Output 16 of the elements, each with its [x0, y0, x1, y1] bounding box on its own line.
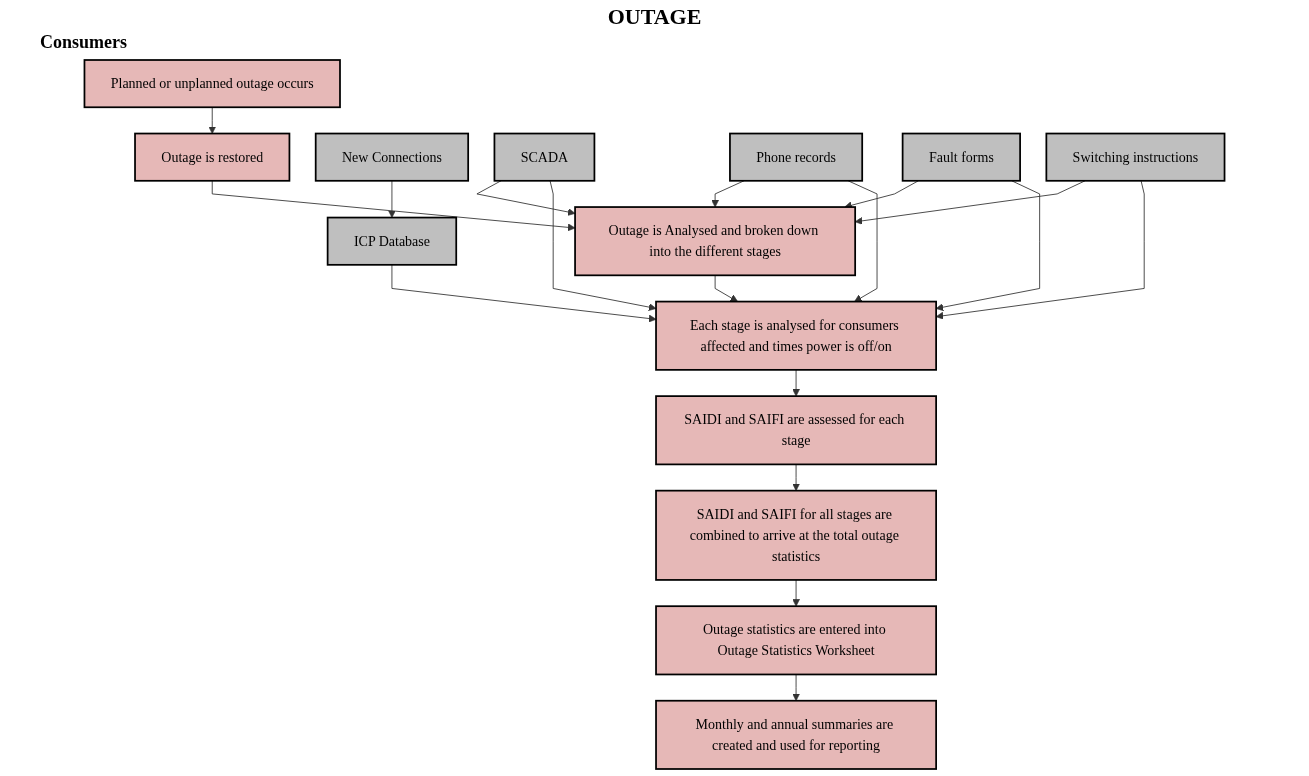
node-box: New Connections: [314, 132, 470, 182]
node-box: SAIDI and SAIFI are assessed for each stage: [655, 395, 937, 466]
diagram-title: OUTAGE: [607, 4, 702, 30]
node-box: SCADA: [493, 132, 596, 182]
node-box: ICP Database: [326, 216, 458, 266]
node-box: Outage statistics are entered into Outage Statistics Worksheet: [655, 605, 937, 676]
node-box: Each stage is analysed for consumers affected and times power is off/on: [655, 300, 937, 371]
node-box: Phone records: [729, 132, 864, 182]
node-box: Fault forms: [901, 132, 1021, 182]
node-box: SAIDI and SAIFI for all stages are combined to arrive at the total outage statistics: [655, 489, 937, 581]
node-box: Outage is Analysed and broken down into the different stages: [574, 206, 857, 277]
node-box: Switching instructions: [1045, 132, 1226, 182]
group-heading: Consumers: [40, 32, 127, 53]
node-box: Outage is restored: [134, 132, 291, 182]
node-box: Planned or unplanned outage occurs: [83, 59, 341, 109]
node-box: Monthly and annual summaries are created and used for reporting: [655, 699, 937, 770]
